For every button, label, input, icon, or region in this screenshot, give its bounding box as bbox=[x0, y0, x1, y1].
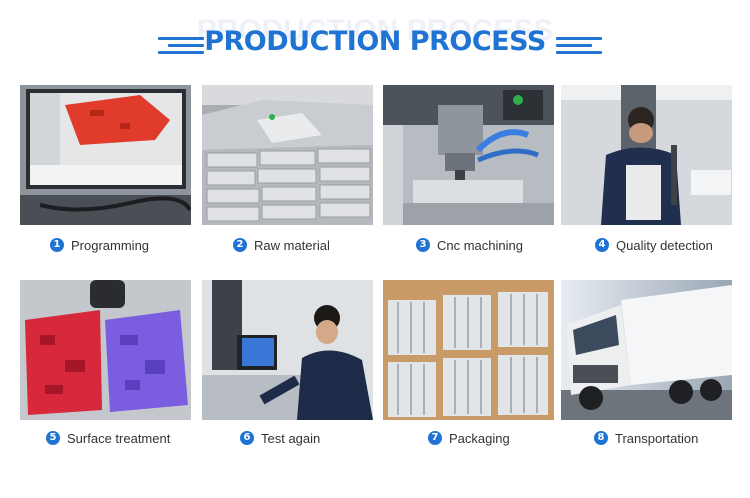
step-label-text: Raw material bbox=[254, 237, 330, 253]
step-3-image bbox=[383, 85, 554, 225]
step-label-text: Packaging bbox=[449, 430, 510, 446]
step-label-text: Surface treatment bbox=[67, 430, 171, 446]
section-header: PRODUCTION PROCESS PRODUCTION PROCESS bbox=[0, 0, 750, 80]
step-5-label: 5 Surface treatment bbox=[46, 428, 170, 448]
step-2-image bbox=[202, 85, 373, 225]
step-4-label: 4 Quality detection bbox=[595, 235, 713, 255]
step-number-badge: 1 bbox=[50, 238, 64, 252]
step-4-image bbox=[561, 85, 732, 225]
step-label-text: Transportation bbox=[615, 430, 699, 446]
step-8-image bbox=[561, 280, 732, 420]
step-number-badge: 6 bbox=[240, 431, 254, 445]
step-number-badge: 3 bbox=[416, 238, 430, 252]
step-1-image bbox=[20, 85, 191, 225]
step-number-badge: 7 bbox=[428, 431, 442, 445]
step-6-image bbox=[202, 280, 373, 420]
step-label-text: Programming bbox=[71, 237, 150, 253]
step-3-label: 3 Cnc machining bbox=[416, 235, 523, 255]
step-7-image bbox=[383, 280, 554, 420]
step-label-text: Cnc machining bbox=[437, 237, 523, 253]
step-6-label: 6 Test again bbox=[240, 428, 320, 448]
page-title: PRODUCTION PROCESS bbox=[204, 26, 546, 57]
title-left-lines-icon bbox=[158, 35, 204, 55]
step-7-label: 7 Packaging bbox=[428, 428, 510, 448]
header-ghost-title: PRODUCTION PROCESS bbox=[196, 14, 554, 47]
step-label-text: Quality detection bbox=[616, 237, 713, 253]
step-label-text: Test again bbox=[261, 430, 321, 446]
step-number-badge: 4 bbox=[595, 238, 609, 252]
title-right-lines-icon bbox=[556, 35, 602, 55]
step-number-badge: 8 bbox=[594, 431, 608, 445]
step-2-label: 2 Raw material bbox=[233, 235, 330, 255]
step-number-badge: 2 bbox=[233, 238, 247, 252]
step-5-image bbox=[20, 280, 191, 420]
step-8-label: 8 Transportation bbox=[594, 428, 698, 448]
step-1-label: 1 Programming bbox=[50, 235, 149, 255]
step-number-badge: 5 bbox=[46, 431, 60, 445]
